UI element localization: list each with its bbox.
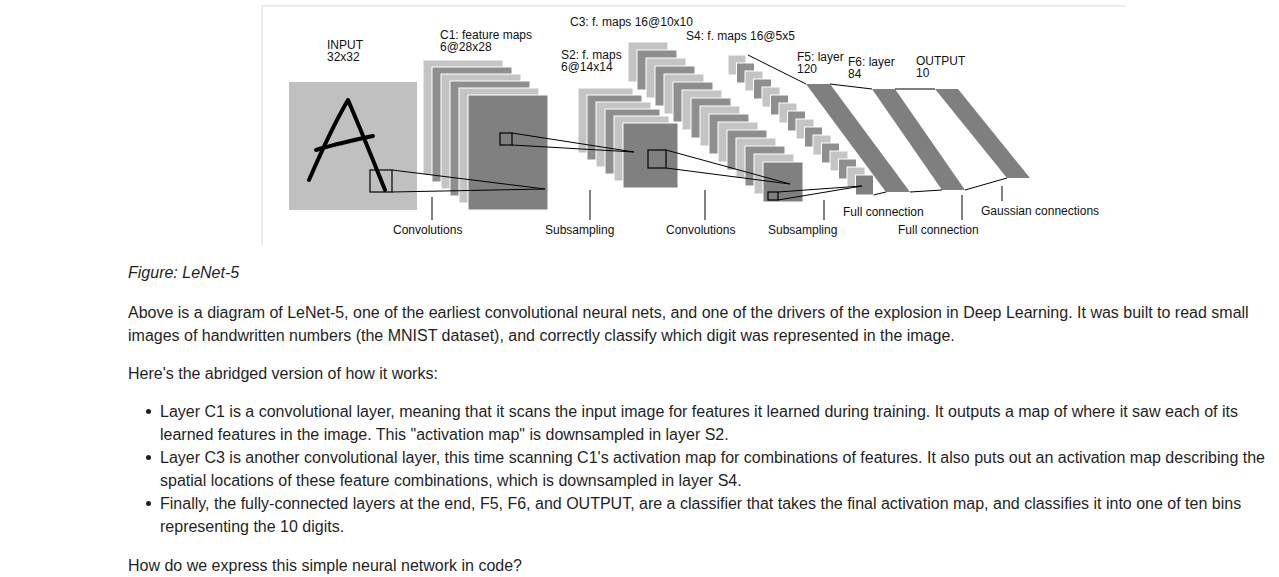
layer-label: S4: f. maps 16@5x5 xyxy=(686,30,795,42)
layer-label: C3: f. maps 16@10x10 xyxy=(570,16,693,28)
frame-line xyxy=(262,5,1125,7)
operation-label: Gaussian connections xyxy=(981,205,1099,217)
layer-label: OUTPUT 10 xyxy=(916,55,976,79)
projection-line xyxy=(666,150,790,184)
leader-tick xyxy=(705,190,706,220)
leader-tick xyxy=(824,200,825,220)
bullet-item: Layer C3 is another convolutional layer,… xyxy=(160,446,1273,492)
bullet-item: Layer C1 is a convolutional layer, meani… xyxy=(160,400,1273,446)
layer-block: S2: f. maps 6@14x14 xyxy=(561,49,678,188)
projection-line xyxy=(666,168,790,184)
projection-line xyxy=(778,186,862,200)
feature-map xyxy=(468,95,548,210)
layer-label: C1: feature maps 6@28x28 xyxy=(440,29,540,53)
leader-tick xyxy=(432,197,433,220)
dense-layer-band xyxy=(935,89,1030,178)
connection-line xyxy=(965,178,1007,190)
receptive-field xyxy=(500,133,512,145)
receptive-field xyxy=(370,170,392,192)
bullet-dot xyxy=(146,501,151,506)
leader-tick xyxy=(1002,186,1003,201)
operation-label: Subsampling xyxy=(768,224,837,236)
layer-block: C3: f. maps 16@10x10 xyxy=(570,16,803,202)
layer-block: OUTPUT 10 xyxy=(916,55,1030,178)
projection-line xyxy=(392,170,545,189)
operation-label: Subsampling xyxy=(545,224,614,236)
input-image xyxy=(289,82,417,210)
feature-map xyxy=(623,123,678,188)
connection-line xyxy=(895,89,935,90)
body-paragraph: Above is a diagram of LeNet-5, one of th… xyxy=(128,301,1273,347)
layer-label: S2: f. maps 6@14x14 xyxy=(561,49,631,73)
operation-label: Full connection xyxy=(898,224,979,236)
projection-line xyxy=(392,189,545,192)
body-paragraph: How do we express this simple neural net… xyxy=(128,554,1273,577)
operation-label: Convolutions xyxy=(666,224,735,236)
bullet-item: Finally, the fully-connected layers at t… xyxy=(160,492,1273,538)
handwritten-letter xyxy=(309,100,385,190)
feature-map xyxy=(856,175,874,195)
handwritten-letter xyxy=(316,136,373,150)
projection-line xyxy=(512,133,634,152)
body-paragraph: Here's the abridged version of how it wo… xyxy=(128,362,1273,385)
leader-tick xyxy=(590,190,591,220)
layer-block: F6: layer 84 xyxy=(848,56,965,190)
connection-line xyxy=(874,192,887,195)
frame-line xyxy=(261,6,263,245)
receptive-field xyxy=(648,150,666,168)
layer-label: INPUT 32x32 xyxy=(327,39,372,63)
connection-line xyxy=(910,190,942,192)
projection-line xyxy=(778,186,862,192)
layer-label: F5: layer 120 xyxy=(797,51,853,75)
projection-line xyxy=(512,145,634,152)
figure-caption: Figure: LeNet-5 xyxy=(128,261,239,284)
bullet-dot xyxy=(146,455,151,460)
receptive-field xyxy=(768,192,778,200)
leader-tick xyxy=(962,195,963,220)
connection-line xyxy=(830,84,872,89)
operation-label: Full connection xyxy=(843,206,924,218)
layer-block: S4: f. maps 16@5x5 xyxy=(686,30,874,195)
layer-block: C1: feature maps 6@28x28 xyxy=(423,29,548,210)
layer-block: INPUT 32x32 xyxy=(289,39,417,210)
layer-label: F6: layer 84 xyxy=(848,56,904,80)
bullet-dot xyxy=(146,409,151,414)
operation-label: Convolutions xyxy=(393,224,462,236)
